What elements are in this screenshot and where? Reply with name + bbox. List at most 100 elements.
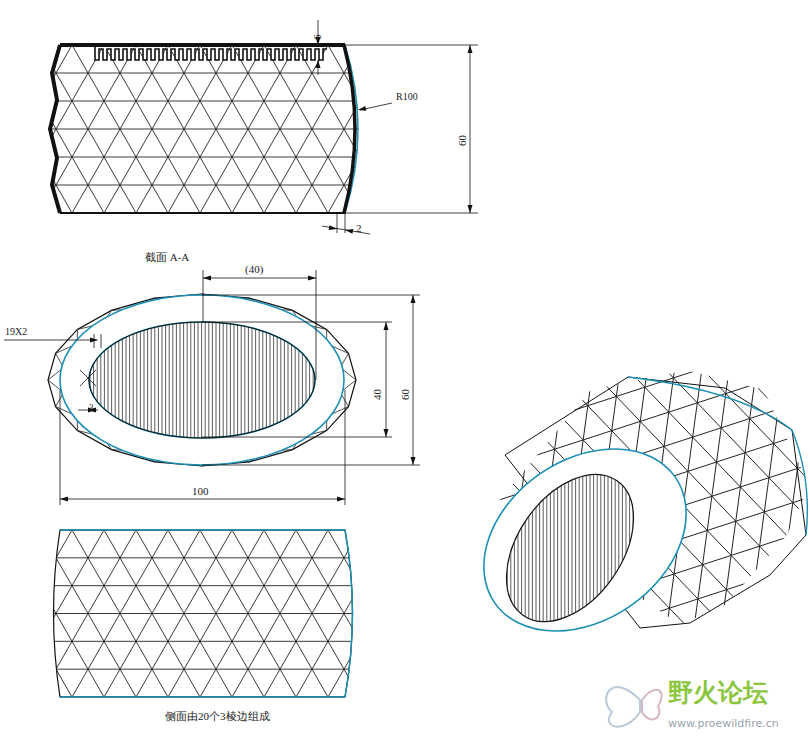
mesh-line: [136, 530, 232, 697]
line: [345, 213, 346, 233]
mesh-line: [168, 45, 264, 213]
mesh-line: [150, 473, 365, 741]
hatch-line: [536, 460, 537, 640]
mesh-line: [764, 274, 810, 582]
side-outline: [54, 530, 353, 697]
mesh-line: [168, 530, 264, 697]
mesh-line: [424, 45, 520, 213]
hatch-line: [126, 320, 127, 440]
logo-wing: [606, 687, 640, 727]
mesh-line: [350, 409, 565, 717]
mesh-line: [0, 45, 40, 213]
mesh-line: [0, 45, 570, 46]
hatch-line: [546, 460, 547, 640]
hatch-line: [266, 320, 267, 440]
mesh-line: [0, 213, 570, 214]
arrowhead: [337, 497, 345, 502]
mesh-line: [236, 446, 451, 741]
mesh-line: [200, 530, 296, 697]
hatch-line: [270, 320, 271, 440]
hatch-line: [582, 460, 583, 640]
side-edge: [60, 529, 345, 531]
hatch-line: [543, 460, 544, 640]
hatch-line: [586, 460, 587, 640]
mesh-line: [136, 45, 232, 213]
hatch-line: [198, 320, 199, 440]
inner-ribs: [95, 47, 327, 60]
mesh-line: [0, 45, 72, 213]
mesh-line: [245, 249, 810, 484]
line: [316, 270, 317, 380]
mesh-line: [664, 307, 810, 615]
hatch-line: [226, 320, 227, 440]
mesh-line: [678, 302, 810, 610]
hatch-line: [510, 460, 511, 640]
dimension: 2: [356, 223, 362, 234]
line: [60, 499, 345, 500]
mesh-line: [0, 613, 570, 614]
arrowhead: [203, 276, 211, 281]
mesh-line: [200, 45, 296, 213]
hatch-line: [255, 320, 256, 440]
hatch-line: [528, 460, 529, 640]
hatch-line: [626, 460, 627, 640]
hatch-line: [507, 460, 508, 640]
hatch-line: [579, 460, 580, 640]
hatch-line: [288, 320, 289, 440]
mesh-line: [456, 45, 552, 213]
line: [413, 295, 414, 465]
mesh-line: [313, 457, 810, 692]
mesh-line: [360, 45, 456, 213]
mesh-line: [0, 530, 8, 697]
hatch-line: [532, 460, 533, 640]
hatch-line: [172, 320, 173, 440]
line: [202, 437, 392, 438]
hatch-line: [633, 460, 634, 640]
mesh-line: [40, 45, 136, 213]
outer-ellipse: [60, 295, 344, 465]
mesh-line: [264, 45, 360, 213]
outline-bottom: [60, 212, 345, 214]
arrowhead: [329, 225, 337, 230]
mesh-line: [264, 436, 479, 741]
iso-hole: [480, 451, 659, 645]
mesh-line: [0, 73, 570, 74]
logo-wing: [642, 690, 662, 720]
hatch-line: [122, 320, 123, 440]
hatch-line: [205, 320, 206, 440]
hatch-line: [295, 320, 296, 440]
mesh-line: [72, 45, 168, 213]
hatch-line: [115, 320, 116, 440]
hatch-line: [629, 460, 630, 640]
mesh-line: [328, 45, 424, 213]
hatch-line: [575, 460, 576, 640]
mesh-line: [168, 45, 264, 213]
mesh-line: [0, 697, 570, 698]
hatch-line: [212, 320, 213, 440]
hatch-line: [298, 320, 299, 440]
line: [202, 322, 392, 323]
mesh-line: [0, 530, 570, 531]
facet-outline: [48, 294, 356, 466]
mesh-line: [72, 530, 168, 697]
line: [470, 45, 471, 213]
hatch-line: [162, 320, 163, 440]
mesh-line: [392, 530, 488, 697]
hatch-line: [539, 460, 540, 640]
mesh-line: [328, 530, 424, 697]
mesh-line: [264, 530, 360, 697]
hatch-line: [187, 320, 188, 440]
mesh-line: [392, 530, 488, 697]
mesh-line: [0, 45, 8, 213]
line: [345, 45, 478, 46]
hatch-line: [219, 320, 220, 440]
mesh-line: [0, 101, 570, 102]
hatch-line: [144, 320, 145, 440]
mesh-line: [488, 45, 584, 213]
hatch-line: [518, 460, 519, 640]
mesh-line: [360, 530, 456, 697]
radius-dimension: R100: [396, 92, 418, 102]
triangle-mesh: [122, 209, 810, 741]
mesh-line: [0, 530, 72, 697]
line: [386, 322, 387, 437]
